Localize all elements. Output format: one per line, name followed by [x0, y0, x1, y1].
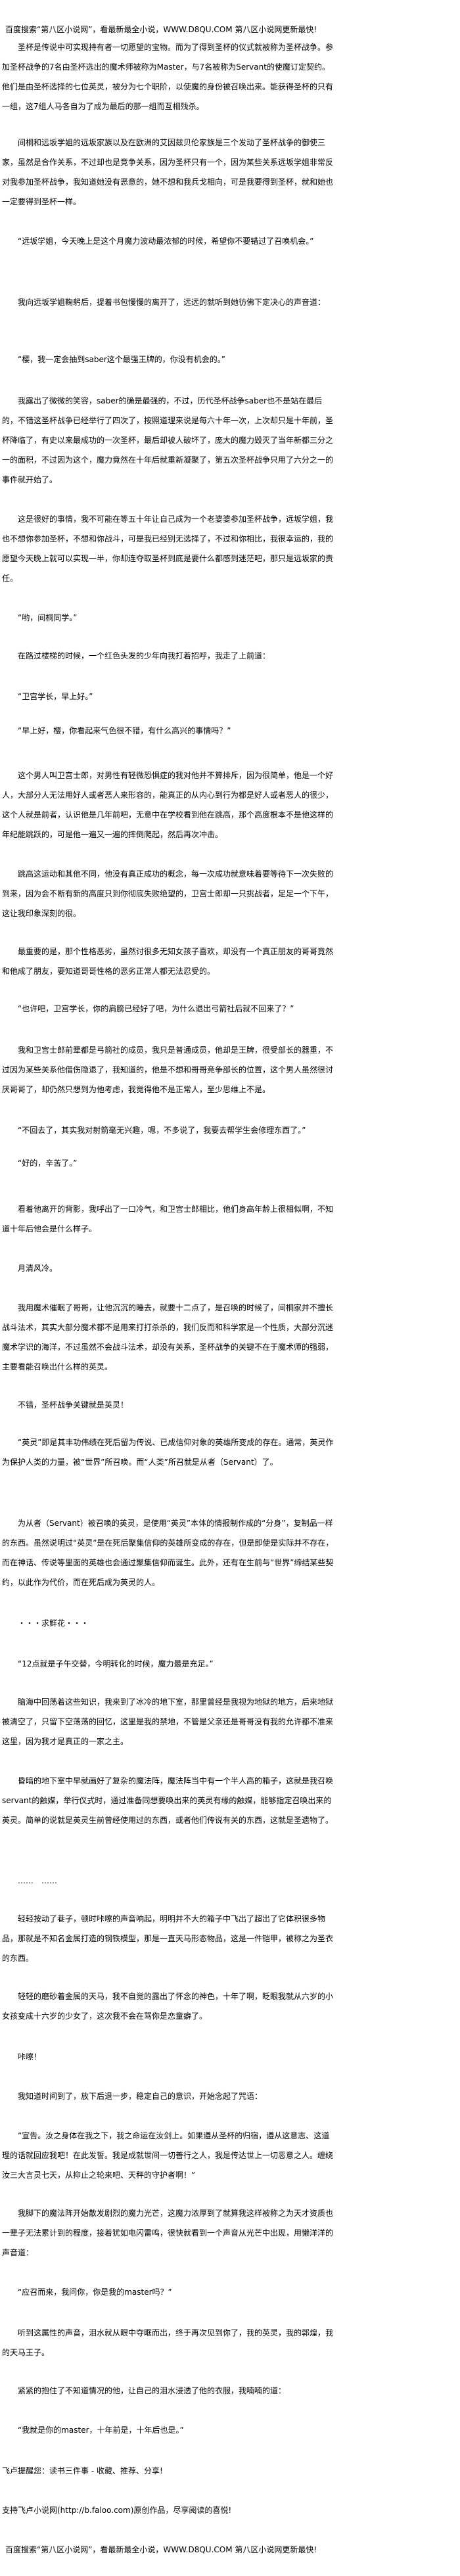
paragraph: “英灵”即是其丰功伟绩在死后留为传说、已成信仰对象的英雄所变成的存在。通常，英灵… [2, 1438, 334, 1467]
paragraph: 这是很好的事情，我不可能在等五十年让自己成为一个老婆婆参加圣杯战争，远坂学姐，我… [2, 515, 334, 583]
faloo-reminder: 飞卢提醒您：读书三件事 - 收藏、推荐、分享! [2, 2466, 163, 2475]
paragraph: 我和卫宫士郎前辈都是弓箭社的成员，我只是普通成员，他却是王牌，很受部长的器重，不… [2, 1046, 334, 1094]
paragraph: 轻轻按动了巷子，顿时咔嚓的声音响起，明明并不大的箱子中飞出了超出了它体积很多物品… [2, 1914, 334, 1963]
dialogue-line: “哟，间桐同学。” [18, 613, 78, 622]
paragraph: 咔嚓！ [18, 2052, 42, 2061]
paragraph: 圣杯是传说中可实现持有者一切愿望的宝物。而为了得到圣杯的仪式就被称为圣杯战争。参… [2, 43, 334, 111]
paragraph: 昏暗的地下室中早就画好了复杂的魔法阵，魔法阵当中有一个半人高的箱子，这就是我召唤… [2, 1776, 334, 1825]
dialogue-line: “远坂学姐，今天晚上是这个月魔力波动最浓郁的时候，希望你不要错过了召唤机会。” [18, 237, 314, 246]
dialogue-line: “我就是你的master，十年前是，十年后也是。” [18, 2426, 184, 2435]
paragraph: 这个男人叫卫宫士郎，对男性有轻微恐惧症的我对他并不算排斥，因为很简单，他是一个好… [2, 771, 334, 839]
paragraph: 脑海中回荡着这些知识，我来到了冰冷的地下室，那里曾经是我视为地狱的地方，后来地狱… [2, 1697, 334, 1746]
dialogue-line: “樱，我一定会抽到saber这个最强王牌的，你没有机会的。” [18, 355, 225, 364]
paragraph: 月清风冷。 [18, 1264, 58, 1273]
section-break: ・・・求鲜花・・・ [18, 1619, 89, 1628]
paragraph: 我用魔术催眠了哥哥，让他沉沉的睡去，就要十二点了，是召唤的时候了，间桐家并不擅长… [2, 1303, 334, 1371]
dialogue-line: “12点就是子午交替，今明转化的时候，魔力最是充足。” [18, 1659, 214, 1668]
paragraph: 最重要的是，那个性格恶劣，虽然讨很多无知女孩子喜欢，却没有一个真正朋友的哥哥竟然… [2, 947, 334, 976]
dialogue-line: “应召而来，我问你，你是我的master吗？” [18, 2288, 172, 2297]
paragraph: 紧紧的抱住了不知道情况的他，让自己的泪水浸透了他的衣服，我喃喃的道： [18, 2386, 287, 2395]
dialogue-line: “好的，辛苦了。” [18, 1159, 78, 1168]
site-banner-top: 百度搜索“第八区小说网”，看最新最全小说，WWW.D8QU.COM 第八区小说网… [5, 25, 317, 34]
dialogue-line: “也许吧，卫宫学长，你的肩膀已经好了吧，为什么退出弓箭社后就不回来了？” [18, 1004, 294, 1013]
paragraph: 我知道时间到了，放下后退一步，稳定自己的意识，开始念起了咒语： [18, 2092, 263, 2101]
paragraph: 间桐和远坂学姐的远坂家族以及在欧洲的艾因兹贝伦家族是三个发动了圣杯战争的御使三家… [2, 138, 334, 206]
paragraph: 听到这属性的声音，泪水就从眼中夺眶而出，终于再次见到你了，我的英灵，我的郭煌，我… [2, 2328, 334, 2357]
paragraph: 我露出了微微的笑容，saber的确是最强的，不过，历代圣杯战争saber也不是站… [2, 396, 334, 484]
paragraph: 我向远坂学姐鞠躬后，提着书包慢慢的离开了，远远的就听到她彷佛下定决心的声音道： [18, 298, 326, 307]
paragraph: 我脚下的魔法阵开始散发剧烈的魔力光芒，这魔力浓厚到了就算我这样被称之为天才资质也… [2, 2209, 334, 2257]
paragraph: 在路过楼梯的时候，一个红色头发的少年向我打着招呼，我走了上前道： [18, 651, 271, 660]
dialogue-line: “卫宫学长，早上好。” [18, 692, 93, 701]
paragraph: 不错，圣杯战争关键就是英灵！ [18, 1400, 129, 1410]
paragraph: 为从者（Servant）被召唤的英灵，是使用“英灵”本体的情报制作成的“分身”，… [2, 1519, 334, 1587]
paragraph: 跳高这运动和其他不同，他没有真正成功的概念，每一次成功就意味着要等待下一次失败的… [2, 869, 334, 918]
paragraph: 看着他离开的背影，我呼出了一口冷气，和卫宫士郎相比，他们身高年龄上很相似啊，不知… [2, 1205, 334, 1233]
section-break: …… …… [18, 1876, 58, 1885]
dialogue-line: “宣告。汝之身体在我之下，我之命运在汝剑上。如果遵从圣杯的归宿，遵从这意志、这道… [2, 2131, 334, 2180]
faloo-support-link[interactable]: 支持飞卢小说网(http://b.faloo.com)原创作品，尽享阅读的喜悦! [2, 2506, 232, 2515]
paragraph: 轻轻的磨砂着金属的天马，我不自觉的露出了怀念的神色，十年了啊，眨眼我就从六岁的小… [2, 1992, 334, 2021]
dialogue-line: “不回去了，其实我对射箭毫无兴趣，嗯，不多说了，我要去帮学生会修理东西了。” [18, 1126, 306, 1135]
dialogue-line: “早上好，樱，你看起来气色很不错，有什么高兴的事情吗？” [18, 726, 231, 735]
site-banner-bottom: 百度搜索“第八区小说网”，看最新最全小说，WWW.D8QU.COM 第八区小说网… [5, 2545, 317, 2554]
